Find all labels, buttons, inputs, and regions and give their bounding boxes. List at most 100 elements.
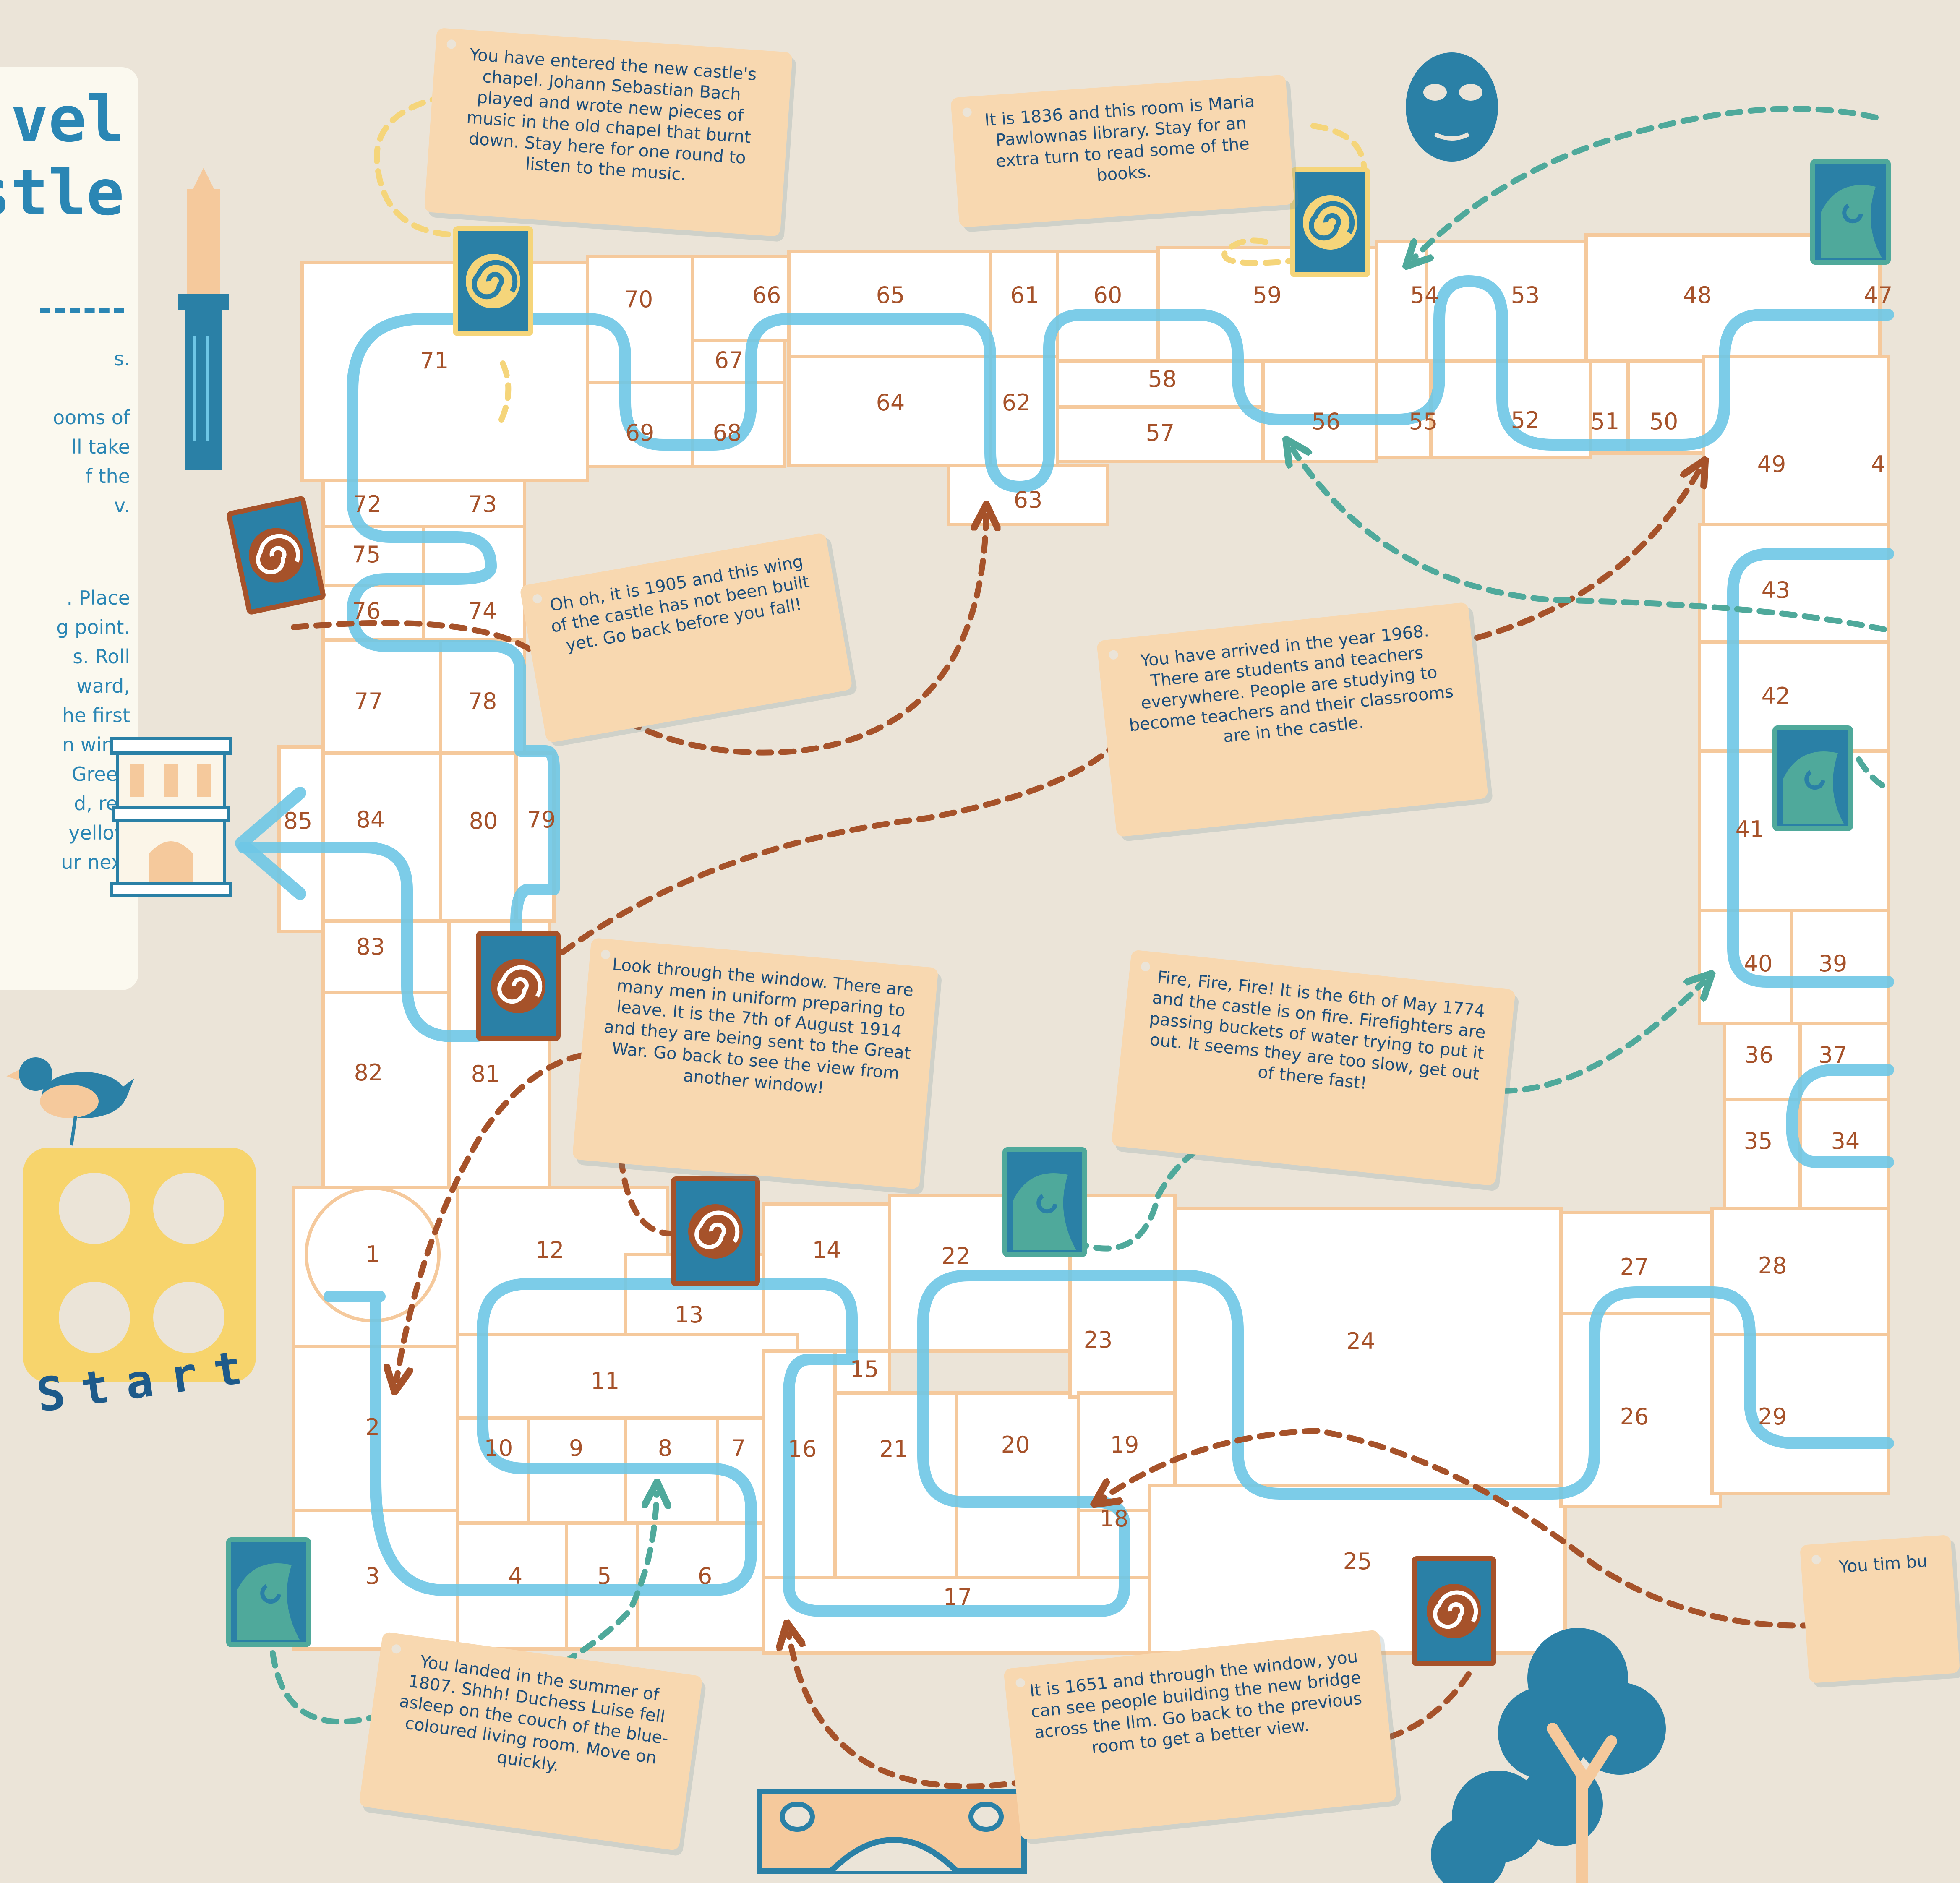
room-number: 21 [880, 1436, 908, 1462]
room-number: 61 [1010, 282, 1039, 308]
room-number: 26 [1620, 1403, 1649, 1430]
room-37 [1798, 1022, 1890, 1101]
room-number: 14 [812, 1237, 841, 1263]
room-11 [456, 1333, 799, 1420]
room-number: 82 [354, 1059, 383, 1086]
building-icon [110, 737, 232, 897]
room-80 [439, 751, 518, 923]
room-number: 84 [356, 806, 385, 833]
rules-text-2: ooms of [52, 406, 130, 429]
room-number: 29 [1758, 1403, 1787, 1430]
card-1914: Look through the window. There are many … [572, 937, 939, 1190]
swirl-card-icon [671, 1176, 760, 1286]
arrow-chapel [374, 94, 512, 423]
room-number: 1 [365, 1241, 380, 1268]
room-number: 25 [1343, 1548, 1372, 1575]
room-number: 50 [1649, 408, 1678, 435]
room-14 [762, 1202, 891, 1353]
room-number: 20 [1001, 1432, 1030, 1458]
room-57 [1056, 405, 1265, 463]
room-number: 12 [535, 1237, 564, 1263]
room-number: 40 [1744, 950, 1773, 977]
room-number: 74 [468, 598, 497, 624]
room-15 [833, 1349, 891, 1395]
room-77 [321, 638, 442, 755]
room-number: 36 [1745, 1042, 1774, 1068]
mask-icon [1406, 52, 1498, 162]
room-20 [955, 1391, 1080, 1579]
room-85 [277, 745, 325, 933]
room-21 [833, 1391, 958, 1579]
room-number: 80 [469, 808, 498, 834]
title-divider [40, 308, 124, 313]
arrow-1914 [397, 1050, 607, 1380]
room-64 [787, 355, 992, 467]
room-number: 63 [1014, 487, 1043, 513]
room-49 [1702, 355, 1890, 526]
room-number: 71 [420, 347, 449, 374]
dice-icon [23, 1148, 256, 1382]
rules-panel: vel stle s. ooms of ll take f the v. . P… [0, 67, 138, 990]
card-1968: You have arrived in the year 1968. There… [1096, 602, 1489, 837]
room-number: 28 [1758, 1252, 1787, 1279]
room-number: 75 [352, 541, 381, 568]
arrow-13 [618, 1155, 674, 1236]
room-69 [586, 381, 694, 468]
room-number: 78 [468, 688, 497, 715]
room-number: 76 [352, 598, 381, 624]
room-number: 16 [788, 1436, 817, 1462]
swirl-card-icon [1772, 725, 1853, 831]
room-number: 34 [1831, 1128, 1860, 1154]
room-number: 17 [943, 1584, 972, 1610]
room-number: 4 [1871, 451, 1885, 477]
arrow-top-right [1414, 106, 1879, 258]
room-number: 66 [752, 282, 781, 308]
rules-text-5: v. [114, 494, 130, 517]
room-number: 58 [1148, 366, 1177, 392]
room-number: 7 [731, 1435, 746, 1461]
room-number: 35 [1744, 1128, 1773, 1154]
room-number: 18 [1100, 1505, 1129, 1532]
game-board: 1 2 3 4 5 6 7 8 9 10 11 12 13 14 15 16 1… [6, 52, 1894, 1883]
room-number: 64 [876, 389, 905, 416]
room-number: 53 [1511, 282, 1540, 308]
room-number: 62 [1002, 389, 1031, 416]
room-68 [691, 381, 786, 468]
swirl-card-icon [227, 496, 326, 615]
room-84 [321, 751, 442, 923]
game-path [237, 275, 1894, 1617]
game-title-line2: stle [0, 156, 124, 230]
room-number: 13 [675, 1301, 704, 1328]
room-number: 65 [876, 282, 905, 308]
room-number: 67 [715, 347, 744, 373]
rules-text-6: . Place [66, 587, 130, 609]
arrow-56 [1292, 449, 1887, 632]
room-number: 81 [471, 1061, 500, 1087]
arrow-1774 [1071, 982, 1704, 1252]
rules-text-8: s. Roll [73, 645, 130, 668]
swirl-card-icon [453, 226, 533, 336]
room-28 [1710, 1207, 1890, 1336]
room-number: 51 [1591, 408, 1620, 435]
room-number: 56 [1312, 408, 1341, 435]
room-number: 10 [484, 1435, 513, 1461]
room-number: 37 [1819, 1042, 1848, 1068]
room-number: 72 [353, 491, 382, 517]
room-83 [321, 919, 451, 994]
room-number: 27 [1620, 1254, 1649, 1280]
room-number: 57 [1146, 420, 1175, 446]
swirl-cards [226, 159, 1891, 1666]
room-number: 19 [1110, 1432, 1139, 1458]
room-number: 52 [1511, 407, 1540, 433]
room-number: 9 [569, 1435, 583, 1461]
room-number: 22 [942, 1243, 971, 1269]
room-29 [1710, 1333, 1890, 1495]
swirl-card-icon [476, 931, 561, 1041]
room-number: 83 [356, 934, 385, 960]
room-number: 15 [850, 1356, 879, 1382]
swirl-card-icon [1412, 1556, 1496, 1666]
room-number: 48 [1683, 282, 1712, 308]
rules-text-4: f the [85, 465, 130, 488]
rules-text-10: he first [62, 704, 130, 727]
arrow-right-card [1104, 1427, 1841, 1629]
